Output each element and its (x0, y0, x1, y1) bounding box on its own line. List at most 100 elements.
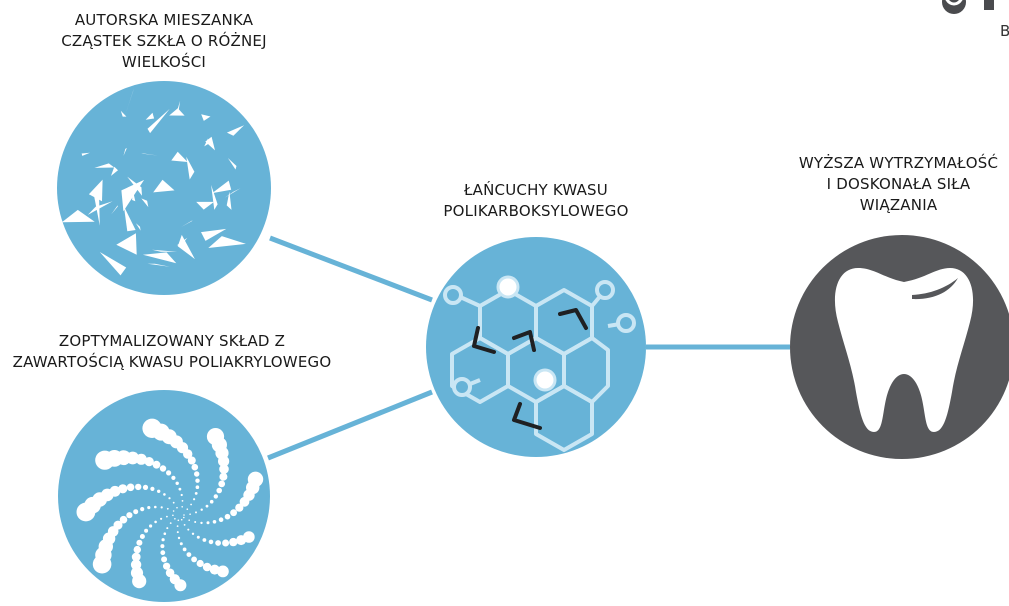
particle-dot (186, 552, 192, 557)
particle-dot (175, 481, 179, 485)
particle-dot (176, 506, 178, 509)
particle-dot (168, 497, 171, 500)
particle-dot (126, 512, 133, 519)
particle-dot (171, 475, 176, 480)
particle-dot (189, 513, 191, 515)
particle-dot (154, 520, 157, 524)
connector-spiral-to-molecule (267, 389, 433, 461)
particle-dot (188, 519, 190, 521)
particle-dot (191, 556, 198, 563)
atom-node (595, 280, 615, 300)
particle-dot (118, 484, 128, 494)
glass-shard (141, 198, 149, 208)
glass-shard (201, 228, 227, 241)
particle-dot (142, 484, 149, 490)
label-line: WYŻSZA WYTRZYMAŁOŚĆ (798, 154, 999, 172)
connectors (267, 235, 790, 461)
particle-dot (216, 487, 222, 494)
glass-shard (99, 252, 127, 276)
particle-dot (177, 536, 181, 540)
atom-node (616, 313, 636, 333)
particle-dot (140, 507, 145, 512)
label-line: ZAWARTOŚCIĄ KWASU POLIAKRYLOWEGO (12, 353, 332, 371)
particle-dot (200, 521, 203, 525)
particle-dot (196, 535, 200, 539)
particle-dot (166, 515, 168, 518)
label-line: CZĄSTEK SZKŁA O RÓŻNEJ (61, 32, 267, 50)
particle-dot (163, 562, 171, 570)
polyacrylic-label: ZOPTYMALIZOWANY SKŁAD Z ZAWARTOŚCIĄ KWAS… (2, 331, 342, 373)
particle-dot (119, 515, 128, 524)
particle-dot (190, 503, 193, 506)
glass-shard (169, 108, 185, 116)
glass-shard (153, 179, 175, 193)
label-line: WIĄZANIA (859, 196, 938, 214)
glass-shard (211, 184, 218, 210)
atom-node (452, 377, 472, 397)
glass-shard (141, 153, 159, 156)
particle-dot (172, 514, 174, 517)
glass-shard (201, 114, 211, 121)
particle-dot (183, 516, 185, 519)
glass-shard (176, 237, 188, 246)
glass-shard (226, 191, 232, 210)
particle-dot (133, 509, 139, 515)
particle-dot (195, 485, 200, 490)
particle-dot (181, 506, 183, 508)
particle-dot (187, 456, 196, 465)
particle-dot (135, 483, 142, 491)
particle-dot (152, 460, 161, 469)
glass-shard (135, 223, 141, 231)
glass-shard (123, 206, 136, 232)
particle-dot (208, 539, 214, 545)
glass-shard (186, 156, 195, 180)
glass-shard (227, 158, 237, 170)
particle-dot (213, 494, 218, 499)
glass-shard (147, 263, 170, 267)
chain-mark (558, 308, 588, 330)
particle-dot (229, 537, 238, 547)
particle-dot (195, 511, 197, 514)
particle-dot (191, 532, 195, 535)
glass-shard (177, 234, 195, 260)
particle-dot (161, 556, 168, 563)
particle-dot (144, 528, 149, 533)
particle-dot (154, 505, 157, 509)
chain-mark (472, 326, 496, 354)
particle-dot (139, 534, 145, 539)
particle-dot (161, 538, 165, 542)
molecule-hexagon-icon (443, 275, 636, 452)
connector-glass-to-molecule (269, 235, 433, 303)
particle-dot (224, 513, 231, 520)
particle-dot (179, 542, 183, 546)
particle-dot (218, 517, 224, 522)
glass-shard (226, 125, 245, 136)
glass-shard (111, 205, 118, 215)
particle-dot (132, 574, 147, 589)
particle-dot (166, 507, 169, 510)
particle-dot (176, 525, 179, 527)
particle-dot (172, 501, 175, 504)
label-line: WIELKOŚCI (121, 53, 207, 71)
glass-shard (171, 151, 188, 162)
particle-dot (206, 428, 225, 446)
particle-dot (235, 503, 244, 512)
tooth-icon (834, 268, 974, 432)
particle-dot (131, 552, 141, 562)
glass-shard (145, 112, 155, 120)
particle-dot (183, 514, 185, 516)
particle-dot (180, 518, 183, 521)
glass-shard (147, 108, 170, 134)
particle-dot (163, 532, 167, 535)
particle-dot (166, 527, 169, 530)
logo-mark-icon (942, 0, 994, 14)
glass-shard (81, 152, 90, 156)
glass-mix-node (57, 81, 271, 295)
glass-shards-icon (61, 88, 246, 276)
particle-dot (219, 464, 229, 474)
glass-shard (120, 110, 127, 117)
particle-dot (193, 498, 196, 501)
particle-dot (160, 544, 165, 549)
atom-highlight (496, 275, 520, 299)
